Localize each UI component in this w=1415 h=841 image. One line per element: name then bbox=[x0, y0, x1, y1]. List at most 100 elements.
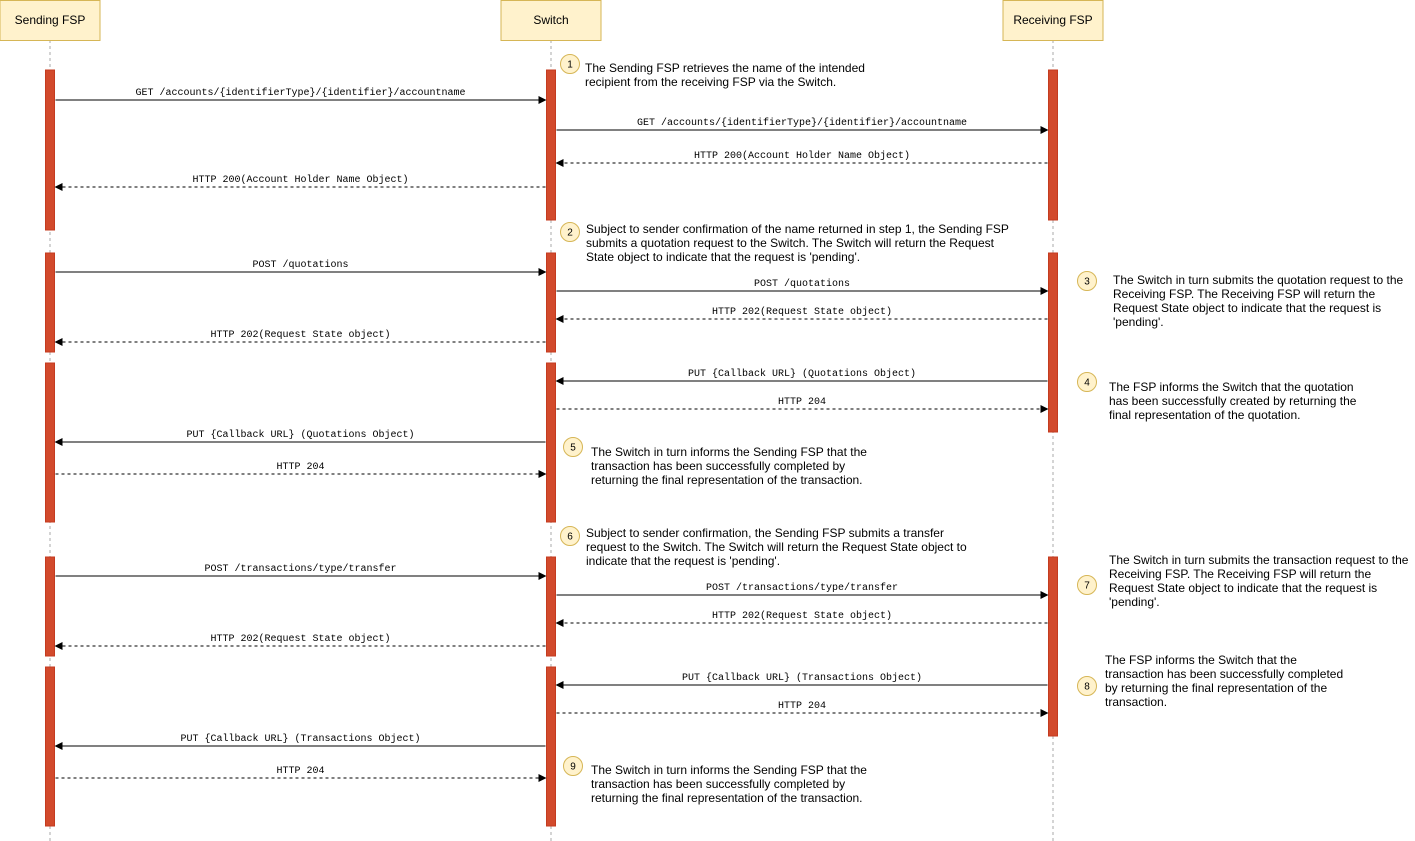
message-10: HTTP 204 bbox=[556, 397, 1049, 413]
step-note-line: The Switch in turn submits the transacti… bbox=[1109, 553, 1409, 567]
activation-bar-sfsp bbox=[45, 556, 55, 657]
message-5: POST /quotations bbox=[55, 259, 547, 276]
step-note-line: State object to indicate that the reques… bbox=[586, 250, 860, 264]
message-label: HTTP 204 bbox=[778, 397, 826, 408]
step-number: 8 bbox=[1084, 682, 1090, 693]
step-note-line: by returning the final representation of… bbox=[1105, 681, 1327, 695]
message-label: PUT {Callback URL} (Quotations Object) bbox=[688, 368, 916, 380]
message-20: HTTP 204 bbox=[55, 766, 547, 782]
step-note-line: The Switch in turn submits the quotation… bbox=[1113, 273, 1403, 287]
message-label: GET /accounts/{identifierType}/{identifi… bbox=[135, 87, 465, 99]
messages: GET /accounts/{identifierType}/{identifi… bbox=[54, 87, 1049, 782]
step-note-line: request to the Switch. The Switch will r… bbox=[586, 540, 967, 554]
step-note-line: 'pending'. bbox=[1113, 315, 1164, 329]
step-6: 6 Subject to sender confirmation, the Sen… bbox=[560, 526, 967, 568]
step-note-line: The FSP informs the Switch that the quot… bbox=[1109, 380, 1354, 394]
step-4: 4 The FSP informs the Switch that the quo… bbox=[1077, 372, 1357, 422]
activation-bar-sw bbox=[546, 252, 556, 353]
message-3: HTTP 200(Account Holder Name Object) bbox=[555, 150, 1048, 167]
message-11: PUT {Callback URL} (Quotations Object) bbox=[54, 429, 546, 446]
step-note-line: transaction. bbox=[1105, 695, 1167, 709]
participant-box bbox=[500, 0, 602, 41]
message-label: PUT {Callback URL} (Quotations Object) bbox=[186, 429, 414, 441]
step-note-line: Subject to sender confirmation of the na… bbox=[586, 222, 1009, 236]
message-label: HTTP 204 bbox=[276, 766, 324, 777]
step-number-circle bbox=[1077, 271, 1097, 291]
step-9: 9 The Switch in turn informs the Sending … bbox=[563, 756, 867, 805]
message-label: POST /transactions/type/transfer bbox=[204, 563, 396, 575]
message-8: HTTP 202(Request State object) bbox=[54, 329, 546, 346]
message-label: HTTP 202(Request State object) bbox=[210, 329, 390, 341]
message-9: PUT {Callback URL} (Quotations Object) bbox=[555, 368, 1048, 385]
step-note-line: Request State object to indicate that th… bbox=[1113, 301, 1381, 315]
step-note-line: transaction has been successfully comple… bbox=[591, 459, 845, 473]
message-14: POST /transactions/type/transfer bbox=[556, 582, 1049, 599]
message-16: HTTP 202(Request State object) bbox=[54, 633, 546, 650]
step-note-line: recipient from the receiving FSP via the… bbox=[585, 75, 836, 89]
step-number: 2 bbox=[567, 228, 573, 239]
step-note-line: returning the final representation of th… bbox=[591, 473, 863, 487]
message-15: HTTP 202(Request State object) bbox=[555, 610, 1048, 627]
step-note-line: The Switch in turn informs the Sending F… bbox=[591, 763, 867, 777]
activation-bar-sfsp bbox=[45, 252, 55, 353]
step-number: 6 bbox=[567, 532, 573, 543]
step-7: 7 The Switch in turn submits the transact… bbox=[1077, 553, 1409, 609]
step-number: 7 bbox=[1084, 581, 1090, 592]
participant-label: Switch bbox=[533, 13, 568, 27]
message-18: HTTP 204 bbox=[556, 701, 1049, 717]
message-label: HTTP 204 bbox=[778, 701, 826, 712]
activation-bars bbox=[45, 69, 1058, 827]
activation-bar-sw bbox=[546, 556, 556, 657]
step-note-line: Subject to sender confirmation, the Send… bbox=[586, 526, 944, 540]
step-note-line: final representation of the quotation. bbox=[1109, 408, 1300, 422]
step-number-circle bbox=[560, 526, 580, 546]
message-label: POST /transactions/type/transfer bbox=[706, 582, 898, 594]
participant-label: Receiving FSP bbox=[1013, 13, 1092, 27]
message-label: HTTP 204 bbox=[276, 462, 324, 473]
activation-bar-sfsp bbox=[45, 69, 55, 231]
message-6: POST /quotations bbox=[556, 278, 1049, 295]
message-label: HTTP 200(Account Holder Name Object) bbox=[694, 150, 910, 162]
message-1: GET /accounts/{identifierType}/{identifi… bbox=[55, 87, 547, 104]
step-note-line: 'pending'. bbox=[1109, 595, 1160, 609]
step-number-circle bbox=[1077, 676, 1097, 696]
step-note-line: Request State object to indicate that th… bbox=[1109, 581, 1377, 595]
activation-bar-rfsp bbox=[1048, 69, 1058, 221]
message-13: POST /transactions/type/transfer bbox=[55, 563, 547, 580]
participant-box bbox=[0, 0, 101, 41]
step-5: 5 The Switch in turn informs the Sending … bbox=[563, 437, 867, 487]
message-2: GET /accounts/{identifierType}/{identifi… bbox=[556, 117, 1049, 134]
activation-bar-rfsp bbox=[1048, 556, 1058, 737]
step-number: 3 bbox=[1084, 277, 1090, 288]
step-number-circle bbox=[560, 54, 580, 74]
message-4: HTTP 200(Account Holder Name Object) bbox=[54, 174, 546, 191]
step-note-line: transaction has been successfully comple… bbox=[591, 777, 845, 791]
participant-sfsp: Sending FSP bbox=[0, 0, 101, 41]
step-2: 2 Subject to sender confirmation of the n… bbox=[560, 222, 1009, 264]
message-label: PUT {Callback URL} (Transactions Object) bbox=[180, 733, 420, 745]
message-label: POST /quotations bbox=[754, 278, 850, 290]
message-label: GET /accounts/{identifierType}/{identifi… bbox=[637, 117, 967, 129]
step-number: 5 bbox=[570, 443, 576, 454]
step-number: 9 bbox=[570, 762, 576, 773]
activation-bar-sw bbox=[546, 362, 556, 523]
step-note-line: The FSP informs the Switch that the bbox=[1105, 653, 1297, 667]
message-label: HTTP 202(Request State object) bbox=[712, 306, 892, 318]
step-note-line: The Switch in turn informs the Sending F… bbox=[591, 445, 867, 459]
message-19: PUT {Callback URL} (Transactions Object) bbox=[54, 733, 546, 750]
step-note-line: The Sending FSP retrieves the name of th… bbox=[585, 61, 865, 75]
step-note-line: has been successfully created by returni… bbox=[1109, 394, 1357, 408]
participant-label: Sending FSP bbox=[15, 13, 86, 27]
activation-bar-sfsp bbox=[45, 666, 55, 827]
activation-bar-sw bbox=[546, 69, 556, 221]
step-number: 4 bbox=[1084, 378, 1090, 389]
message-label: HTTP 200(Account Holder Name Object) bbox=[192, 174, 408, 186]
participant-box bbox=[1002, 0, 1104, 41]
step-note-line: Receiving FSP. The Receiving FSP will re… bbox=[1109, 567, 1371, 581]
step-note-line: transaction has been successfully comple… bbox=[1105, 667, 1343, 681]
message-label: HTTP 202(Request State object) bbox=[210, 633, 390, 645]
